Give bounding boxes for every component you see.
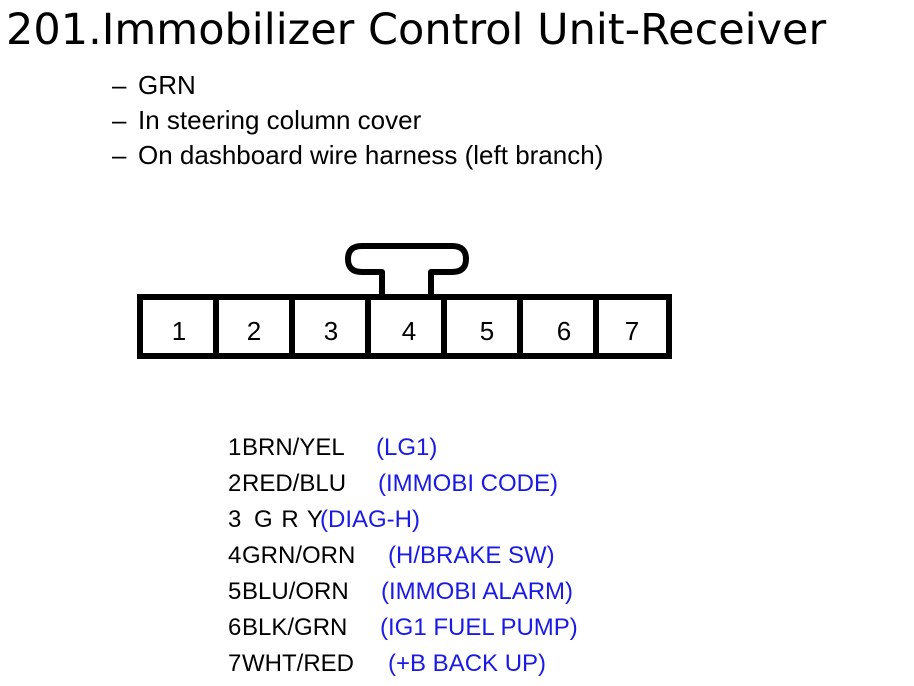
pin-label: 4 [402, 316, 416, 346]
note-dash: – [112, 140, 127, 170]
wire-pin: 3 [228, 506, 242, 533]
wire-function: (IMMOBI CODE) [378, 470, 558, 497]
pin-label: 1 [172, 316, 186, 346]
note-color: –GRN [112, 68, 603, 103]
wire-pin: 2 [228, 470, 242, 497]
wire-color: BLK/GRN [242, 614, 348, 641]
connector-notes: –GRN –In steering column cover –On dashb… [112, 68, 603, 173]
wire-pin: 5 [228, 578, 242, 605]
wire-color: BLU/ORN [242, 578, 349, 605]
note-dash: – [112, 70, 127, 100]
note-harness: –On dashboard wire harness (left branch) [112, 138, 603, 173]
wire-color: WHT/RED [242, 650, 354, 677]
pin-label: 3 [324, 316, 338, 346]
wire-pin: 4 [228, 542, 242, 569]
wire-color: GRN/ORN [242, 542, 356, 569]
connector-latch [345, 243, 469, 296]
pin-label: 6 [557, 316, 571, 346]
pin-dividers [213, 297, 599, 356]
wire-pin: 7 [228, 650, 242, 677]
note-text: On dashboard wire harness (left branch) [138, 140, 604, 170]
wire-color: G R Y [254, 506, 323, 533]
note-dash: – [112, 105, 127, 135]
wire-color: RED/BLU [242, 470, 347, 497]
note-text: In steering column cover [138, 105, 422, 135]
wire-function: (IG1 FUEL PUMP) [380, 614, 578, 641]
pin-label: 5 [480, 316, 494, 346]
wire-function: (LG1) [376, 434, 438, 461]
wire-function: (+B BACK UP) [388, 650, 547, 677]
note-location: –In steering column cover [112, 103, 603, 138]
page-title: 201.Immobilizer Control Unit-Receiver [6, 5, 827, 55]
wire-function: (H/BRAKE SW) [388, 542, 555, 569]
wire-color: BRN/YEL [242, 434, 345, 461]
pin-labels: 1 2 3 4 5 6 7 [172, 316, 639, 346]
pin-label: 2 [247, 316, 261, 346]
wire-function: (IMMOBI ALARM) [381, 578, 574, 605]
pin-label: 7 [625, 316, 639, 346]
wire-pin: 1 [228, 434, 242, 461]
note-text: GRN [138, 70, 196, 100]
connector-body [137, 294, 672, 359]
wire-function: (DIAG-H) [320, 506, 420, 533]
wire-pin: 6 [228, 614, 242, 641]
